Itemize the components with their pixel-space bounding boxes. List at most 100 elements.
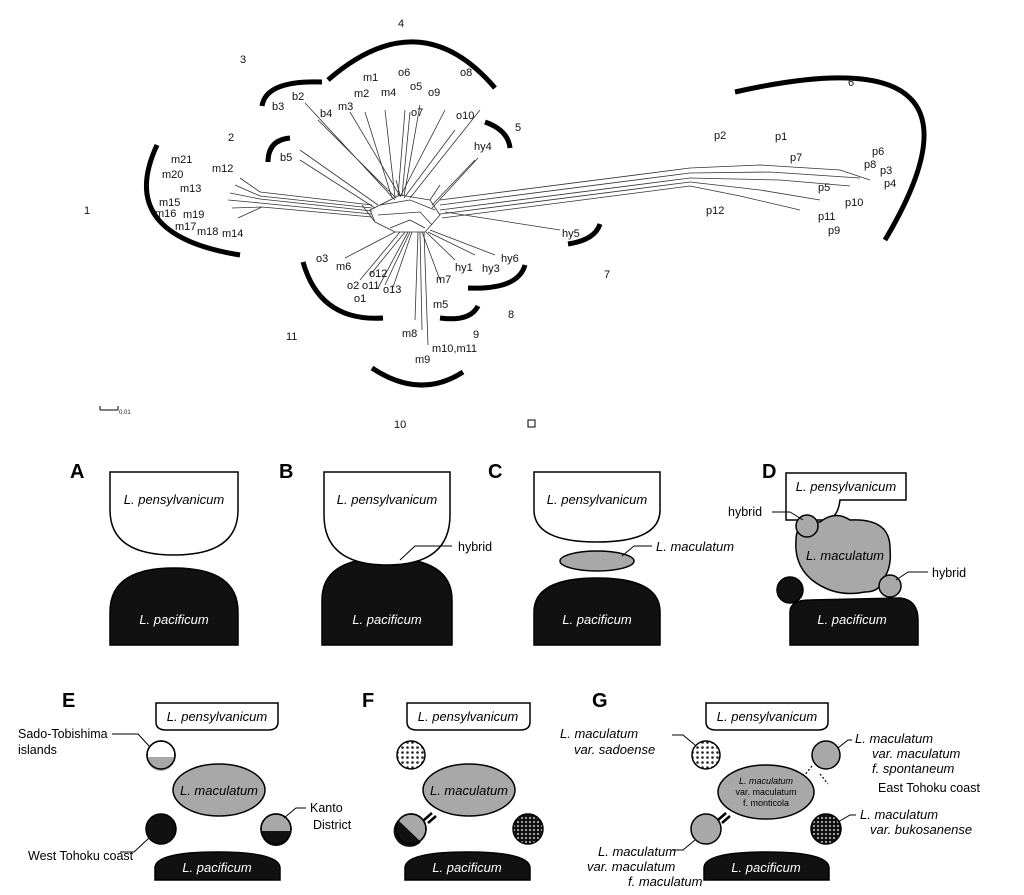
pacificum-shape <box>533 577 661 646</box>
pensylvanicum-shape <box>109 471 239 556</box>
pensylvanicum-label: L. pensylvanicum <box>796 479 897 494</box>
hybrid-circle-bottom <box>878 574 902 598</box>
taxon-label: o1 <box>354 293 366 305</box>
bukosanense-leader <box>837 814 856 823</box>
taxon-label: o9 <box>428 87 440 99</box>
taxon-label: p1 <box>775 131 787 143</box>
taxon-label: o2 <box>347 280 359 292</box>
monticola-shape <box>717 764 815 820</box>
hybrid-leader-bottom <box>895 571 928 581</box>
taxon-label: m21 <box>171 154 192 166</box>
spontaneum-leader <box>837 739 852 749</box>
taxon-label: o8 <box>460 67 472 79</box>
maculatum-leader <box>621 545 652 557</box>
maculatum-f-label-line3: f. maculatum <box>628 874 703 889</box>
panel-c: C L. pensylvanicum L. maculatum L. pacif… <box>488 461 734 646</box>
maculatum-f-leader <box>672 839 696 851</box>
taxon-label: p9 <box>828 225 840 237</box>
group-arc-9 <box>439 304 481 322</box>
double-arrow <box>423 812 437 824</box>
group-label-5: 5 <box>515 122 521 134</box>
taxon-label: o11 <box>362 280 380 292</box>
panel-b: B L. pensylvanicum L. pacificum hybrid <box>279 461 492 646</box>
taxon-label: m2 <box>354 88 369 100</box>
taxon-label: p11 <box>818 211 836 223</box>
taxon-label: o7 <box>411 107 423 119</box>
taxon-label: m10,m11 <box>432 343 477 355</box>
group-arc-5 <box>484 119 513 149</box>
taxon-label: o10 <box>456 110 474 122</box>
sadoense-label-line2: var. sadoense <box>574 742 655 757</box>
scale-bar: 0.01 <box>99 406 131 416</box>
taxon-label: hy6 <box>501 253 519 265</box>
sadoense-leader <box>672 734 696 746</box>
sado-label-line2: islands <box>18 743 57 757</box>
spontaneum-label-line2: var. maculatum <box>872 746 961 761</box>
group-label-8: 8 <box>508 309 514 321</box>
neighbor-net: 1 2 3 4 5 6 7 8 9 10 11 m21 m12 m20 m13 … <box>84 18 927 431</box>
monticola-label-line2: var. maculatum <box>735 787 796 797</box>
taxon-label: o12 <box>369 268 387 280</box>
group-label-9: 9 <box>473 329 479 341</box>
taxon-label: m4 <box>381 87 396 99</box>
spontaneum-label-line1: L. maculatum <box>855 731 933 746</box>
taxon-label: m5 <box>433 299 448 311</box>
taxon-label: o3 <box>316 253 328 265</box>
pacificum-label: L. pacificum <box>182 860 252 875</box>
taxon-label: m6 <box>336 261 351 273</box>
group-arc-8 <box>467 264 528 291</box>
west-tohoku-circle <box>145 813 177 845</box>
pensylvanicum-shape <box>406 702 531 731</box>
group-label-2: 2 <box>228 132 234 144</box>
taxon-label: p12 <box>706 205 724 217</box>
monticola-label-line3: f. monticola <box>743 798 789 808</box>
group-arc-1 <box>143 143 241 258</box>
group-label-10: 10 <box>394 419 406 431</box>
taxon-label: b5 <box>280 152 292 164</box>
panel-e: E L. pensylvanicum Sado-Tobishima island… <box>18 690 352 881</box>
west-tohoku-label: West Tohoku coast <box>28 849 134 863</box>
kanto-label-line2: District <box>313 818 352 832</box>
taxon-label: m12 <box>212 163 233 175</box>
maculatum-f-circle <box>690 813 722 845</box>
hybrid-leader-top <box>772 511 804 521</box>
taxon-label: m20 <box>162 169 183 181</box>
hybrid-leader <box>399 545 452 561</box>
hybrid-label: hybrid <box>458 540 492 554</box>
double-arrow <box>717 812 731 824</box>
network-edges <box>227 102 871 346</box>
group-label-11: 11 <box>286 331 297 343</box>
kanto-leader <box>283 807 306 819</box>
taxon-label: m16 <box>155 208 176 220</box>
taxon-label: b4 <box>320 108 332 120</box>
spontaneum-label-line3: f. spontaneum <box>872 761 955 776</box>
taxon-label: m13 <box>180 183 201 195</box>
pacificum-label: L. pacificum <box>352 612 422 627</box>
spontaneum-circle <box>811 740 841 770</box>
pensylvanicum-shape <box>323 471 451 566</box>
panel-a: A L. pensylvanicum L. pacificum <box>70 461 239 646</box>
taxon-label: o13 <box>383 284 401 296</box>
taxon-label: hy1 <box>455 262 473 274</box>
taxon-label: p8 <box>864 159 876 171</box>
pacificum-label: L. pacificum <box>562 612 632 627</box>
pacificum-shape <box>154 851 281 881</box>
group-label-6: 6 <box>848 77 854 89</box>
panel-letter-a: A <box>70 461 84 483</box>
bukosanense-label-line1: L. maculatum <box>860 807 938 822</box>
pacificum-shape <box>109 567 239 646</box>
panel-letter-d: D <box>762 461 776 483</box>
panel-letter-b: B <box>279 461 293 483</box>
sadoense-circle <box>396 740 426 770</box>
scale-bar-label: 0.01 <box>119 410 131 416</box>
maculatum-label: L. maculatum <box>656 539 734 554</box>
panel-letter-f: F <box>362 690 374 712</box>
group-arc-3 <box>259 79 323 107</box>
taxon-label: m1 <box>363 72 378 84</box>
taxon-label: m8 <box>402 328 417 340</box>
pacificum-label: L. pacificum <box>432 860 502 875</box>
panel-letter-c: C <box>488 461 502 483</box>
group-arc-11 <box>300 261 384 321</box>
group-arc-10 <box>370 365 465 388</box>
